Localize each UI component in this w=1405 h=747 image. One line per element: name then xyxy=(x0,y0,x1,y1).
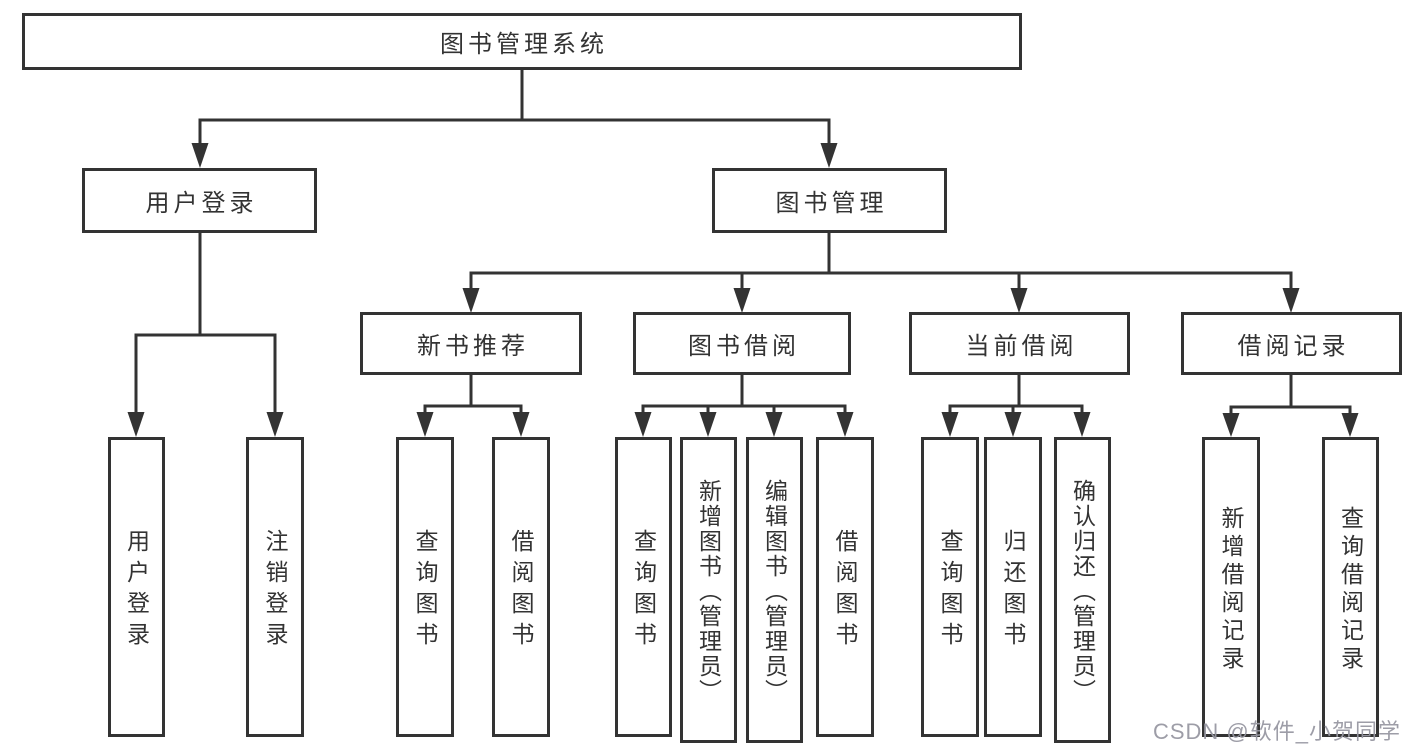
leaf-edit-books-admin: 编辑图书（管理员） xyxy=(746,437,803,743)
node-borrow-records: 借阅记录 xyxy=(1181,312,1402,375)
node-user-login: 用户登录 xyxy=(82,168,317,233)
leaf-borrow-books-recommend: 借阅图书 xyxy=(492,437,550,737)
leaf-borrow-books: 借阅图书 xyxy=(816,437,874,737)
node-new-book-recommend: 新书推荐 xyxy=(360,312,582,375)
leaf-query-books-current: 查询图书 xyxy=(921,437,979,737)
leaf-query-books-recommend: 查询图书 xyxy=(396,437,454,737)
node-current-borrowing: 当前借阅 xyxy=(909,312,1130,375)
leaf-logout: 注销登录 xyxy=(246,437,304,737)
leaf-add-books-admin: 新增图书（管理员） xyxy=(680,437,737,743)
leaf-user-login: 用户登录 xyxy=(108,437,165,737)
node-library-system: 图书管理系统 xyxy=(22,13,1022,70)
node-book-borrowing: 图书借阅 xyxy=(633,312,851,375)
node-book-management: 图书管理 xyxy=(712,168,947,233)
watermark-text: CSDN @软件_小贺同学 xyxy=(1152,719,1401,744)
leaf-add-borrow-record: 新增借阅记录 xyxy=(1202,437,1260,737)
leaf-query-books-borrowing: 查询图书 xyxy=(615,437,672,737)
leaf-confirm-return-admin: 确认归还（管理员） xyxy=(1054,437,1111,743)
leaf-return-books: 归还图书 xyxy=(984,437,1042,737)
leaf-query-borrow-record: 查询借阅记录 xyxy=(1322,437,1379,737)
